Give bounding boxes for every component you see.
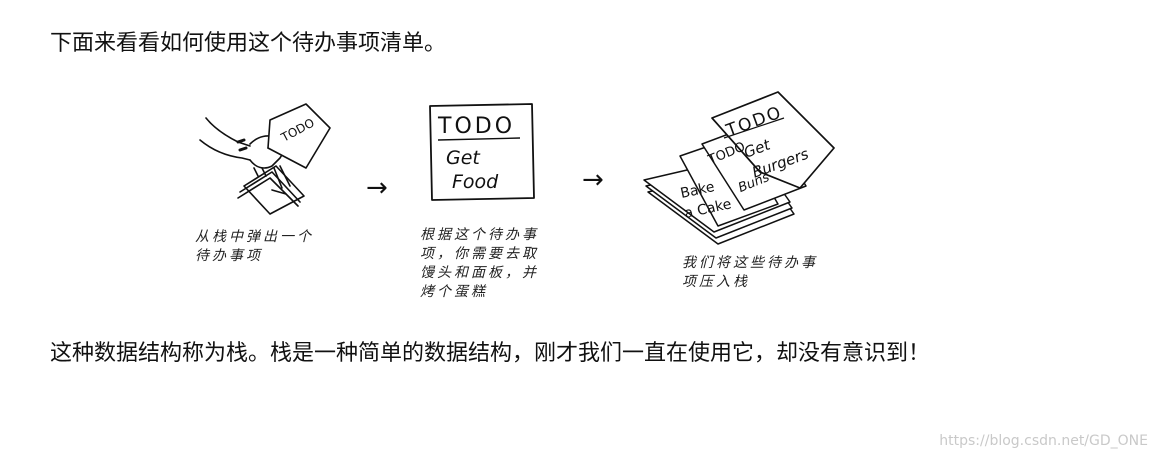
- arrow-2: →: [582, 165, 604, 195]
- caption-push: 我们将这些待办事 项压入栈: [682, 254, 818, 292]
- panel2-card-title: TODO: [437, 114, 515, 139]
- todo-stack-illustration: TODO → TODO Get Food → Bake a Cake TODO …: [199, 91, 835, 245]
- caption-line: 待办事项: [195, 248, 263, 264]
- watermark: https://blog.csdn.net/GD_ONE: [939, 433, 1148, 449]
- intro-paragraph: 下面来看看如何使用这个待办事项清单。: [50, 31, 447, 56]
- panel-pop: [199, 103, 331, 215]
- panel-push: [643, 91, 835, 245]
- caption-line: 根据这个待办事: [420, 227, 539, 243]
- caption-note: 根据这个待办事 项，你需要去取 馒头和面板，并 烤个蛋糕: [420, 226, 539, 302]
- panel3-back-card-line-1: Bake: [679, 179, 716, 202]
- panel2-card-line-2: Food: [452, 171, 499, 193]
- arrow-1: →: [366, 173, 388, 203]
- caption-line: 项，你需要去取: [420, 246, 539, 262]
- caption-line: 从栈中弹出一个: [195, 229, 314, 245]
- caption-line: 烤个蛋糕: [420, 284, 488, 300]
- summary-paragraph: 这种数据结构称为栈。栈是一种简单的数据结构，刚才我们一直在使用它，却没有意识到！: [50, 341, 931, 366]
- caption-line: 我们将这些待办事: [682, 255, 818, 271]
- panel-note: [429, 103, 535, 201]
- caption-line: 馒头和面板，并: [420, 265, 539, 281]
- caption-line: 项压入栈: [682, 274, 750, 290]
- caption-pop: 从栈中弹出一个 待办事项: [195, 228, 314, 266]
- panel2-card-line-1: Get: [446, 147, 481, 169]
